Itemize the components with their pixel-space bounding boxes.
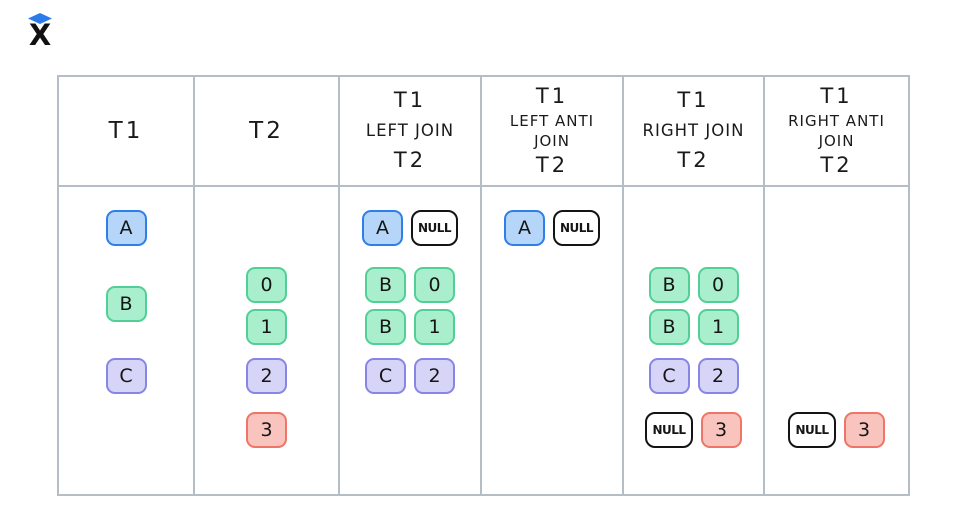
value-box: C xyxy=(105,358,147,394)
header-text: T2 xyxy=(535,153,569,178)
value-box: C xyxy=(648,358,690,394)
header-text: T2 xyxy=(677,148,710,173)
column-header-t2: T2 xyxy=(195,77,340,187)
null-box: NULL xyxy=(552,210,601,246)
value-box: A xyxy=(503,210,545,246)
value-box: C xyxy=(365,358,406,394)
value-box: A xyxy=(361,210,403,246)
column-header-t1: T1 xyxy=(59,77,195,187)
header-text: T2 xyxy=(820,153,853,178)
value-box: 1 xyxy=(414,309,455,345)
value-box: B xyxy=(365,267,406,303)
value-box: B xyxy=(648,267,690,303)
header-text: RIGHT JOIN xyxy=(642,120,745,140)
header-text: T1 xyxy=(677,88,710,113)
result-row: 0 xyxy=(195,267,338,303)
header-text: LEFT ANTI xyxy=(509,111,595,130)
header-text: T1 xyxy=(820,84,853,109)
result-row: B xyxy=(59,286,193,322)
header-text: T2 xyxy=(393,148,427,173)
value-box: 1 xyxy=(246,309,287,345)
header-text: T1 xyxy=(535,84,569,109)
result-row: C xyxy=(59,358,193,394)
result-row: 1 xyxy=(195,309,338,345)
value-box: 3 xyxy=(246,412,287,448)
logo-letter: X xyxy=(28,18,52,52)
header-text: RIGHT ANTI xyxy=(788,111,885,130)
value-box: 0 xyxy=(414,267,455,303)
result-row: 3 xyxy=(195,412,338,448)
null-box: NULL xyxy=(410,210,459,246)
diamond-shape xyxy=(28,13,52,24)
value-box: 2 xyxy=(697,358,739,394)
value-box: 3 xyxy=(700,412,742,448)
value-box: A xyxy=(105,210,147,246)
result-row: 2 xyxy=(195,358,338,394)
header-text: JOIN xyxy=(534,132,570,150)
header-text: JOIN xyxy=(818,132,855,150)
header-text: T1 xyxy=(393,88,427,113)
value-box: 3 xyxy=(843,412,885,448)
header-text: T1 xyxy=(108,118,144,144)
null-box: NULL xyxy=(788,412,836,448)
logo-diamond-icon xyxy=(28,13,52,24)
null-box: NULL xyxy=(645,412,693,448)
header-text: T2 xyxy=(249,118,284,144)
result-row: A xyxy=(59,210,193,246)
logo: X xyxy=(26,13,54,52)
value-box: 1 xyxy=(697,309,739,345)
header-text: LEFT JOIN xyxy=(365,120,455,140)
value-box: B xyxy=(365,309,406,345)
column-body-t2: 0 1 2 3 xyxy=(195,187,340,494)
value-box: 2 xyxy=(414,358,455,394)
value-box: B xyxy=(648,309,690,345)
value-box: B xyxy=(105,286,147,322)
value-box: 2 xyxy=(246,358,287,394)
value-box: 0 xyxy=(246,267,287,303)
value-box: 0 xyxy=(697,267,739,303)
